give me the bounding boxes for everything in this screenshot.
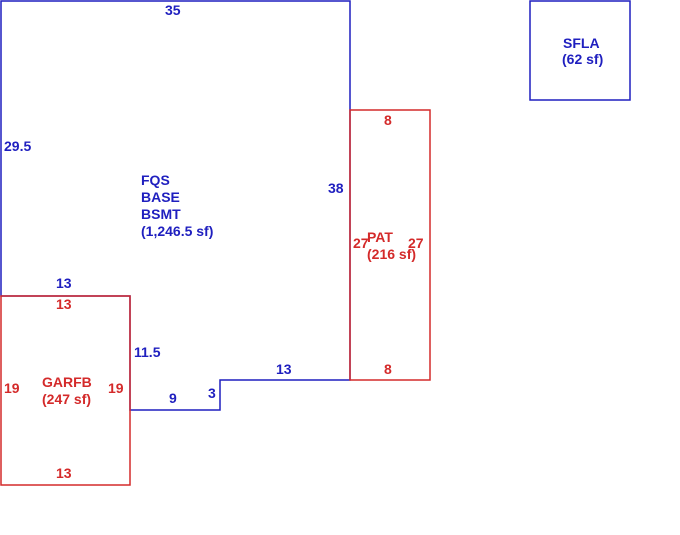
base-label-line3: BSMT bbox=[141, 206, 181, 222]
dim-base-step-top: 13 bbox=[56, 275, 72, 291]
dim-base-top: 35 bbox=[165, 2, 181, 18]
base-label-line1: FQS bbox=[141, 172, 170, 188]
dim-garfb-top: 13 bbox=[56, 296, 72, 312]
sfla-area-value: (62 sf) bbox=[562, 51, 603, 67]
dim-garfb-bottom: 13 bbox=[56, 465, 72, 481]
dim-pat-bottom: 8 bbox=[384, 361, 392, 377]
dim-base-step-side: 11.5 bbox=[134, 344, 161, 360]
garfb-outline bbox=[0, 295, 131, 486]
dim-garfb-right: 19 bbox=[108, 380, 124, 396]
sfla-label-name: SFLA bbox=[563, 35, 599, 51]
pat-area-label: PAT (216 sf) bbox=[367, 229, 416, 262]
garfb-area-value: (247 sf) bbox=[42, 391, 91, 407]
dim-garfb-left: 19 bbox=[4, 380, 20, 396]
sfla-outline bbox=[529, 0, 631, 101]
pat-label-name: PAT bbox=[367, 229, 393, 245]
dim-pat-top: 8 bbox=[384, 112, 392, 128]
pat-outline bbox=[349, 109, 431, 381]
dim-pat-left: 27 bbox=[353, 235, 369, 251]
dim-base-bottom-mid: 9 bbox=[169, 390, 177, 406]
dim-base-left: 29.5 bbox=[4, 138, 31, 154]
pat-area-value: (216 sf) bbox=[367, 246, 416, 262]
base-area-label: FQS BASE BSMT (1,246.5 sf) bbox=[141, 172, 213, 239]
garfb-area-label: GARFB (247 sf) bbox=[42, 374, 96, 407]
base-area-value: (1,246.5 sf) bbox=[141, 223, 213, 239]
dim-base-bottom-right: 13 bbox=[276, 361, 292, 377]
base-label-line2: BASE bbox=[141, 189, 180, 205]
garfb-label-name: GARFB bbox=[42, 374, 92, 390]
dim-base-right: 38 bbox=[328, 180, 344, 196]
dim-base-notch: 3 bbox=[208, 385, 216, 401]
dim-pat-right: 27 bbox=[408, 235, 424, 251]
sfla-area-label: SFLA (62 sf) bbox=[562, 35, 603, 67]
